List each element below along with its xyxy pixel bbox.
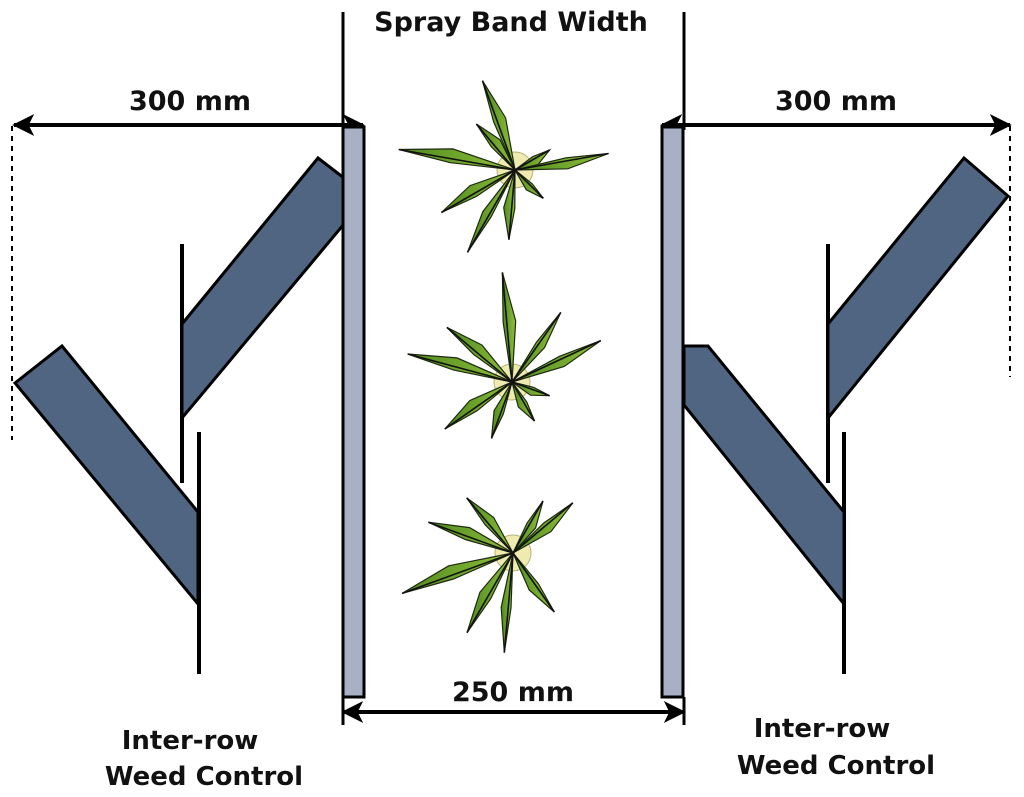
plant-leaf: [501, 272, 517, 383]
right-300mm-label: 300 mm: [775, 86, 897, 117]
plant-leaf-vein: [511, 381, 536, 422]
left-300mm-label: 300 mm: [129, 86, 251, 117]
plant-leaf-vein: [475, 123, 516, 171]
plant-leaf-vein: [440, 169, 516, 214]
plant-leaf-vein: [428, 521, 514, 554]
right-inter-row-label-line1: Inter-row: [754, 714, 891, 744]
plant-leaf-vein: [503, 552, 514, 653]
left-lower-blade: [12, 343, 200, 609]
plant-bottom: [401, 497, 574, 653]
plant-leaf-vein: [481, 80, 516, 171]
left-upper-blade: [180, 155, 346, 423]
center-250mm-label: 250 mm: [452, 677, 574, 708]
right-upper-blade: [826, 155, 1011, 423]
plant-leaf-vein: [446, 326, 513, 383]
plant-leaf-vein: [401, 552, 514, 595]
right-weeder-assembly: [660, 125, 1011, 699]
spray-band-width-title: Spray Band Width: [374, 7, 648, 38]
left-spray-shield: [341, 125, 366, 699]
plant-leaf-vein: [514, 149, 551, 171]
plant-leaf-vein: [512, 500, 544, 554]
left-inter-row-label-line2: Weed Control: [105, 762, 303, 792]
plant-leaf-vein: [466, 497, 514, 554]
plant-top: [398, 80, 609, 253]
plant-leaf-vein: [501, 272, 513, 383]
plant-leaf-vein: [466, 552, 514, 634]
plant-leaf-vein: [444, 381, 513, 430]
plant-leaf-vein: [398, 148, 516, 171]
plant-leaf-vein: [512, 502, 574, 554]
left-inter-row-label-line1: Inter-row: [122, 726, 259, 756]
plant-leaf: [503, 169, 516, 240]
plant-leaf-vein: [511, 381, 550, 397]
right-inter-row-label-line2: Weed Control: [737, 751, 935, 781]
right-spray-shield: [660, 125, 685, 699]
plant-leaf-vein: [511, 339, 602, 383]
left-weeder-assembly: [12, 125, 366, 699]
right-lower-blade: [682, 344, 846, 609]
plant-leaf-vein: [508, 169, 516, 240]
plant-leaf-vein: [490, 381, 513, 439]
plant-leaf-vein: [466, 169, 516, 253]
plant-leaf-vein: [407, 353, 513, 383]
plant-leaf-vein: [514, 169, 544, 199]
plant-middle: [407, 272, 602, 439]
plant-leaf-vein: [512, 552, 555, 613]
plant-leaf-vein: [514, 152, 609, 171]
plant-leaf-vein: [511, 311, 562, 383]
